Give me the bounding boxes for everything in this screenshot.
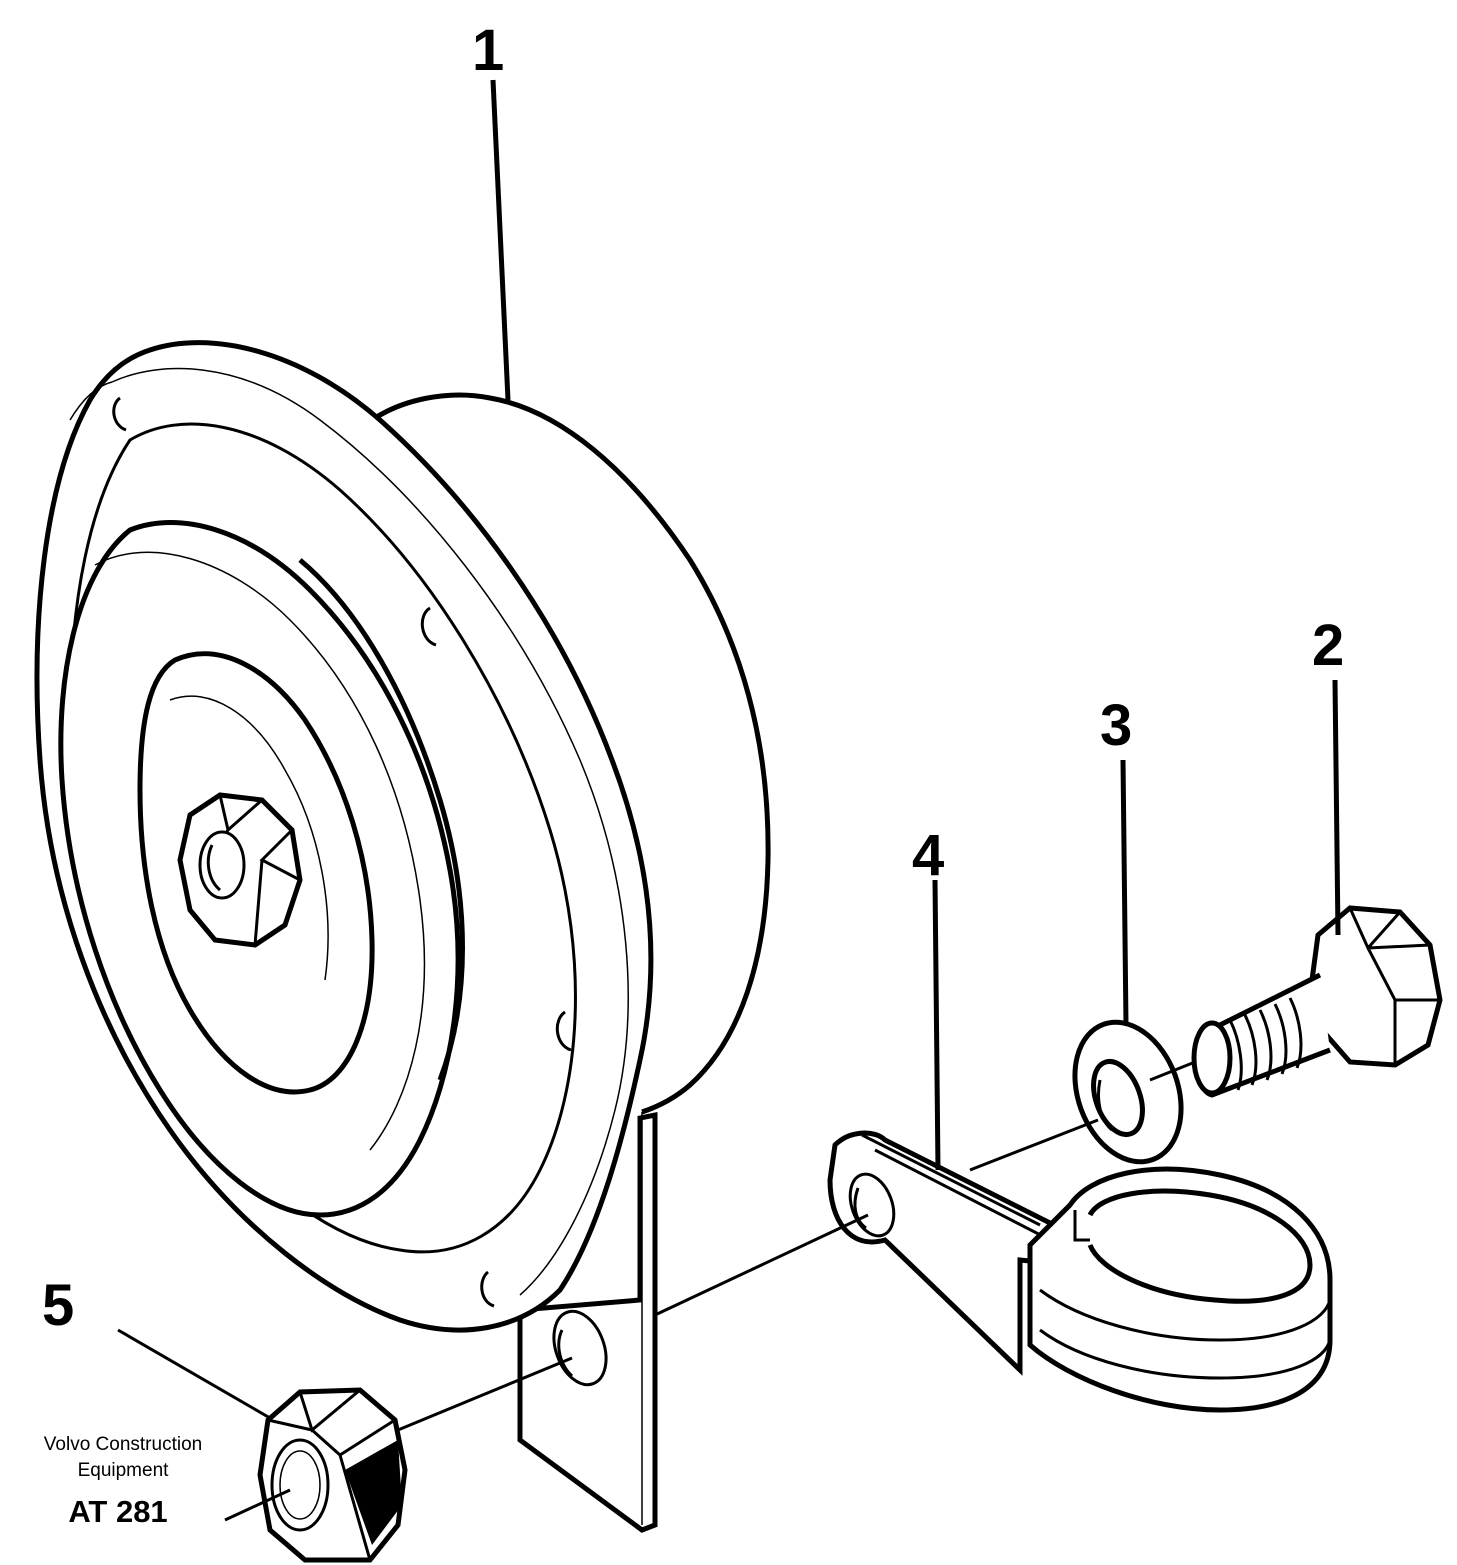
- clamp-part: [827, 1130, 1333, 1413]
- leader-line-1: [490, 79, 511, 401]
- leader-lines: [117, 79, 1341, 1522]
- washer-part: [1072, 1019, 1184, 1165]
- axis-line: [1149, 1060, 1196, 1082]
- axis-line: [397, 1356, 573, 1432]
- callout-3: 3: [1100, 693, 1132, 758]
- nut-part: [257, 1387, 408, 1563]
- horn-part: [34, 340, 771, 1533]
- callout-4: 4: [912, 823, 944, 888]
- credit-line-1: Volvo Construction: [44, 1434, 202, 1455]
- axis-line: [654, 1213, 869, 1317]
- callout-2: 2: [1312, 613, 1344, 678]
- axis-line: [969, 1118, 1099, 1172]
- callout-1: 1: [472, 18, 504, 83]
- leader-line-4: [932, 879, 941, 1171]
- bolt-part: [1191, 905, 1443, 1098]
- credit-line-2: Equipment: [78, 1460, 170, 1481]
- callout-5: 5: [42, 1273, 74, 1338]
- leader-line-5: [117, 1328, 271, 1420]
- leader-line-3: [1120, 759, 1129, 1026]
- drawing-code: AT 281: [68, 1494, 167, 1529]
- leader-line-2: [1332, 679, 1341, 936]
- axis-line: [224, 1488, 291, 1522]
